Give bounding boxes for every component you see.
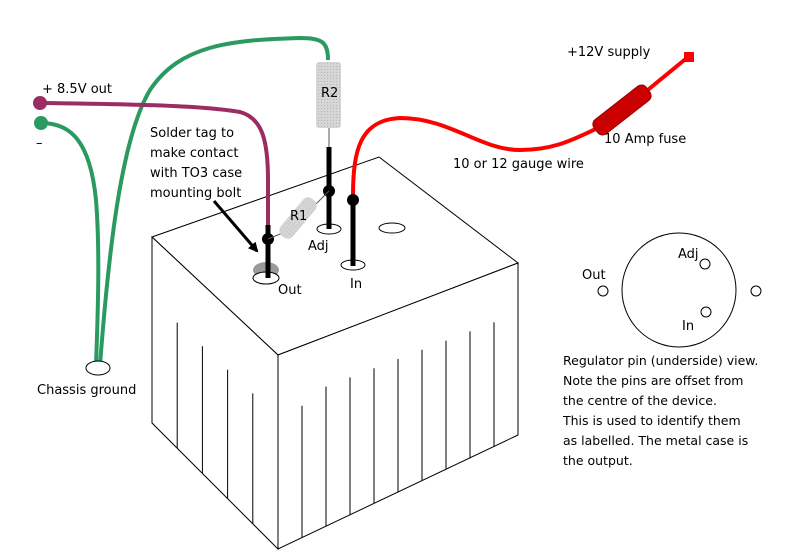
fuse xyxy=(592,84,652,136)
heatsink-box xyxy=(151,156,520,551)
r1-lead-adj xyxy=(314,190,330,206)
r1-label: R1 xyxy=(290,209,307,224)
resistor-r2 xyxy=(316,62,341,128)
pin-view-adj-label: Adj xyxy=(678,247,699,262)
resistor-r1 xyxy=(279,197,317,239)
caption-line-1: Regulator pin (underside) view. xyxy=(563,353,758,368)
pin-in-label: In xyxy=(350,277,362,292)
heatsink-fins-right xyxy=(301,322,495,538)
supply-label: +12V supply xyxy=(567,45,651,60)
hole-bolt xyxy=(378,222,406,234)
pin-view-bolt-hole xyxy=(750,285,762,297)
pin-view-out-hole xyxy=(597,285,609,297)
pin-view-case xyxy=(621,232,737,348)
caption-line-3: the centre of the device. xyxy=(563,393,717,408)
r2-label: R2 xyxy=(321,86,338,101)
ground-wire-r2 xyxy=(98,35,330,366)
heatsink-fins-left xyxy=(176,322,254,524)
pin-view-caption: Regulator pin (underside) view. Note the… xyxy=(562,353,758,468)
fuse-label: 10 Amp fuse xyxy=(604,132,686,147)
solder-tag-line-1: Solder tag to xyxy=(150,126,234,141)
wire-gauge-label: 10 or 12 gauge wire xyxy=(453,157,584,172)
ground-terminal[interactable] xyxy=(34,116,48,130)
pin-view-adj-pin xyxy=(699,258,711,270)
caption-line-2: Note the pins are offset from xyxy=(563,373,743,388)
pin-view-in-label: In xyxy=(682,319,694,334)
pin-out-label: Out xyxy=(278,283,302,298)
pin-view-in-pin xyxy=(700,306,712,318)
solder-tag-line-3: with TO3 case xyxy=(150,166,242,181)
caption-line-4: This is used to identify them xyxy=(562,413,741,428)
output-terminal[interactable] xyxy=(33,96,47,110)
chassis-ground-lug xyxy=(85,360,111,376)
supply-wire xyxy=(351,55,690,197)
caption-line-5: as labelled. The metal case is xyxy=(563,433,748,448)
pin-view: Out Adj In xyxy=(582,232,762,348)
pin-in-solder xyxy=(347,194,359,206)
output-wire xyxy=(39,101,270,238)
caption-line-6: the output. xyxy=(563,453,633,468)
pin-adj-label: Adj xyxy=(308,239,329,254)
pin-view-out-label: Out xyxy=(582,268,606,283)
chassis-ground-label: Chassis ground xyxy=(37,383,136,398)
output-label: + 8.5V out xyxy=(42,82,112,97)
solder-tag-arrow xyxy=(212,200,259,253)
solder-tag-line-2: make contact xyxy=(150,146,238,161)
solder-tag-line-4: mounting bolt xyxy=(150,186,241,201)
supply-terminal[interactable] xyxy=(684,52,694,62)
ground-wire-terminal xyxy=(40,121,101,366)
ground-symbol: – xyxy=(36,136,43,151)
